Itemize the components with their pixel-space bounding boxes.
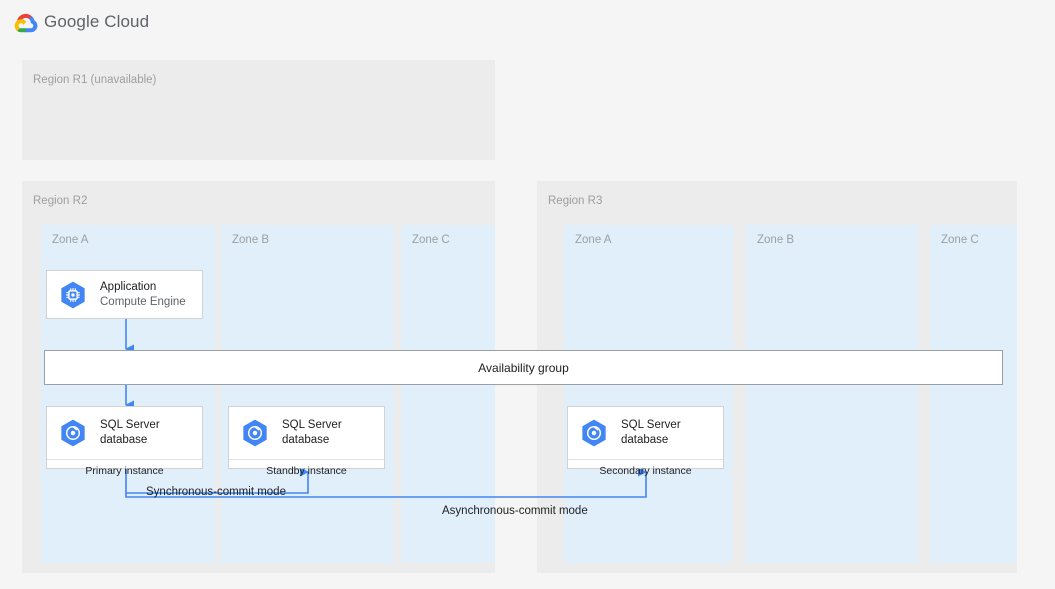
node-application-texts: Application Compute Engine [100, 280, 186, 310]
node-db-secondary-title2: database [621, 434, 669, 446]
node-application-title: Application [100, 280, 157, 293]
edge-label-asynchronous-commit: Asynchronous-commit mode [442, 505, 588, 517]
node-db-primary-main: SQL Server database [47, 407, 202, 459]
region-r2-label: Region R2 [33, 195, 88, 207]
node-db-standby-main: SQL Server database [229, 407, 384, 459]
availability-group[interactable]: Availability group [44, 350, 1003, 385]
region-r1: Region R1 (unavailable) [22, 60, 495, 160]
node-db-standby[interactable]: SQL Server database Standby instance [228, 406, 385, 477]
region-r1-label: Region R1 (unavailable) [33, 74, 157, 86]
node-db-primary-title: SQL Server [100, 419, 160, 432]
zone-r3-c: Zone C [930, 225, 1017, 563]
sql-server-database-icon [577, 416, 611, 450]
zone-r3-a-label: Zone A [575, 234, 612, 246]
zone-r3-b: Zone B [746, 225, 918, 563]
zone-r3-b-label: Zone B [757, 234, 795, 246]
region-r3-label: Region R3 [548, 195, 603, 207]
sql-server-database-icon [56, 416, 90, 450]
zone-r2-c: Zone C [401, 225, 495, 563]
zone-r2-b-label: Zone B [232, 234, 270, 246]
node-application-subtitle: Compute Engine [100, 295, 186, 308]
node-db-secondary-main: SQL Server database [568, 407, 723, 459]
node-db-secondary-footer: Secondary instance [568, 459, 723, 483]
node-db-secondary-title: SQL Server [621, 419, 681, 432]
node-db-standby-title: SQL Server [282, 419, 342, 432]
node-db-primary-title2: database [100, 434, 148, 446]
zone-r3-a: Zone A [564, 225, 733, 563]
node-db-standby-texts: SQL Server database [282, 418, 342, 448]
page-header: Google Cloud [0, 0, 1055, 45]
availability-group-label: Availability group [478, 360, 569, 375]
node-db-standby-title2: database [282, 434, 330, 446]
node-db-primary-texts: SQL Server database [100, 418, 160, 448]
node-db-standby-footer: Standby instance [229, 459, 384, 483]
node-db-secondary-texts: SQL Server database [621, 418, 681, 448]
zone-r2-a-label: Zone A [52, 234, 89, 246]
zone-r2-c-label: Zone C [412, 234, 450, 246]
zone-r2-b: Zone B [221, 225, 394, 563]
edge-label-synchronous-commit: Synchronous-commit mode [146, 486, 286, 498]
compute-engine-icon [56, 278, 90, 312]
sql-server-database-icon [238, 416, 272, 450]
google-cloud-logo-icon [14, 12, 38, 33]
brand-title: Google Cloud [44, 12, 150, 31]
zone-r3-c-label: Zone C [941, 234, 979, 246]
node-db-primary-footer: Primary instance [47, 459, 202, 483]
node-application[interactable]: Application Compute Engine [46, 270, 203, 319]
node-db-primary[interactable]: SQL Server database Primary instance [46, 406, 203, 477]
node-db-secondary[interactable]: SQL Server database Secondary instance [567, 406, 724, 477]
